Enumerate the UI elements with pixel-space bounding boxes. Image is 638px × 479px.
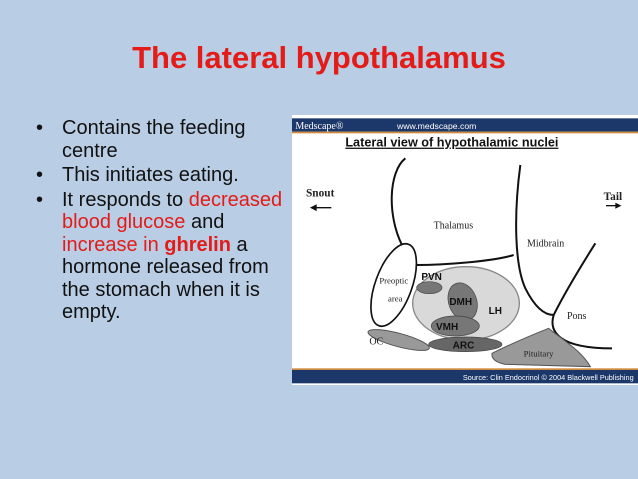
arc-nucleus <box>428 336 503 352</box>
label-dmh: DMH <box>449 297 472 308</box>
label-pons: Pons <box>567 311 587 322</box>
vmh-nucleus <box>431 315 480 337</box>
figure-source: Source: Clin Endocrinol © 2004 Blackwell… <box>463 373 634 382</box>
bullet-text: a hormone released from the stomach when… <box>62 233 269 324</box>
pvn-nucleus <box>416 281 443 294</box>
medscape-logo: Medscape® <box>295 121 344 132</box>
highlight-ghrelin: ghrelin <box>164 233 231 256</box>
label-vmh: VMH <box>436 322 458 333</box>
label-lh: LH <box>489 306 502 317</box>
preoptic-area <box>370 242 418 328</box>
label-pituitary: Pituitary <box>524 349 554 359</box>
direction-arrows <box>309 202 622 212</box>
bullet-item: It responds to decreased blood glucose a… <box>36 189 286 324</box>
pituitary <box>491 327 592 368</box>
label-oc: OC <box>369 336 383 347</box>
label-midbrain: Midbrain <box>527 239 564 250</box>
figure-heading: Lateral view of hypothalamic nuclei <box>345 136 558 150</box>
slide-title: The lateral hypothalamus <box>132 40 506 75</box>
highlight-glucose: decreased blood glucose <box>62 188 283 234</box>
bullet-item: This initiates eating. <box>36 164 286 187</box>
label-tail: Tail <box>604 191 622 203</box>
optic-chiasm <box>367 329 430 351</box>
bullet-text: and <box>185 211 225 233</box>
figure-footer-bar <box>292 370 638 384</box>
figure-url: www.medscape.com <box>396 121 476 131</box>
bullet-item: Contains the feeding centre <box>36 117 286 162</box>
bullet-list: Contains the feeding centre This initiat… <box>36 117 286 326</box>
label-area: area <box>388 294 403 304</box>
label-preoptic: Preoptic <box>379 275 408 285</box>
highlight-increase: increase in <box>62 233 165 256</box>
label-arc: ARC <box>453 340 475 351</box>
hypothalamus-diagram: Medscape® www.medscape.com Lateral view … <box>292 115 638 385</box>
figure-header-bar <box>292 118 638 132</box>
bullet-text: It responds to <box>62 188 189 211</box>
label-thalamus: Thalamus <box>434 220 474 231</box>
label-pvn: PVN <box>421 272 442 283</box>
label-snout: Snout <box>306 188 335 200</box>
